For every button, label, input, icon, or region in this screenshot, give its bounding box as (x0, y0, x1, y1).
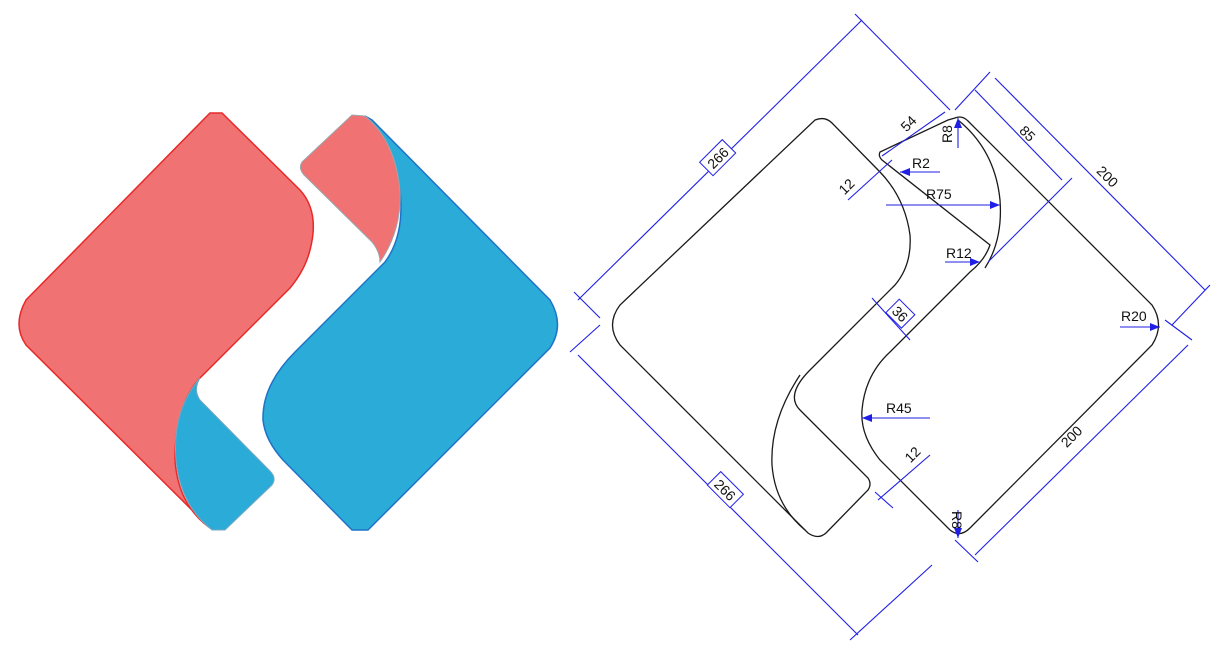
colored-logo (18, 112, 559, 531)
label-r75: R75 (926, 186, 952, 202)
label-85: 85 (1016, 122, 1038, 144)
blue-tail-left (175, 377, 275, 531)
outline-right-arc (957, 119, 1002, 269)
label-r12: R12 (946, 245, 972, 261)
technical-outline (611, 116, 1160, 538)
dimension-labels: 266 266 200 200 85 54 12 36 12 R2 R75 R1… (698, 112, 1147, 529)
outline-right-piece (861, 116, 1160, 535)
label-r8-bottom: R8 (949, 511, 965, 529)
label-r20: R20 (1121, 308, 1147, 324)
label-12-lower: 12 (901, 443, 923, 465)
red-lobe (18, 112, 315, 529)
dimension-arrows (862, 118, 1160, 538)
dimension-lines (569, 13, 1211, 641)
label-200-lower: 200 (1058, 422, 1086, 450)
red-tail-right (299, 114, 401, 264)
label-200-upper: 200 (1094, 163, 1122, 191)
outline-left-piece (611, 117, 911, 538)
outline-left-arc (771, 374, 806, 531)
label-54: 54 (897, 112, 919, 134)
label-r45: R45 (886, 400, 912, 416)
label-r2: R2 (912, 155, 930, 171)
label-r8-top: R8 (939, 125, 955, 143)
